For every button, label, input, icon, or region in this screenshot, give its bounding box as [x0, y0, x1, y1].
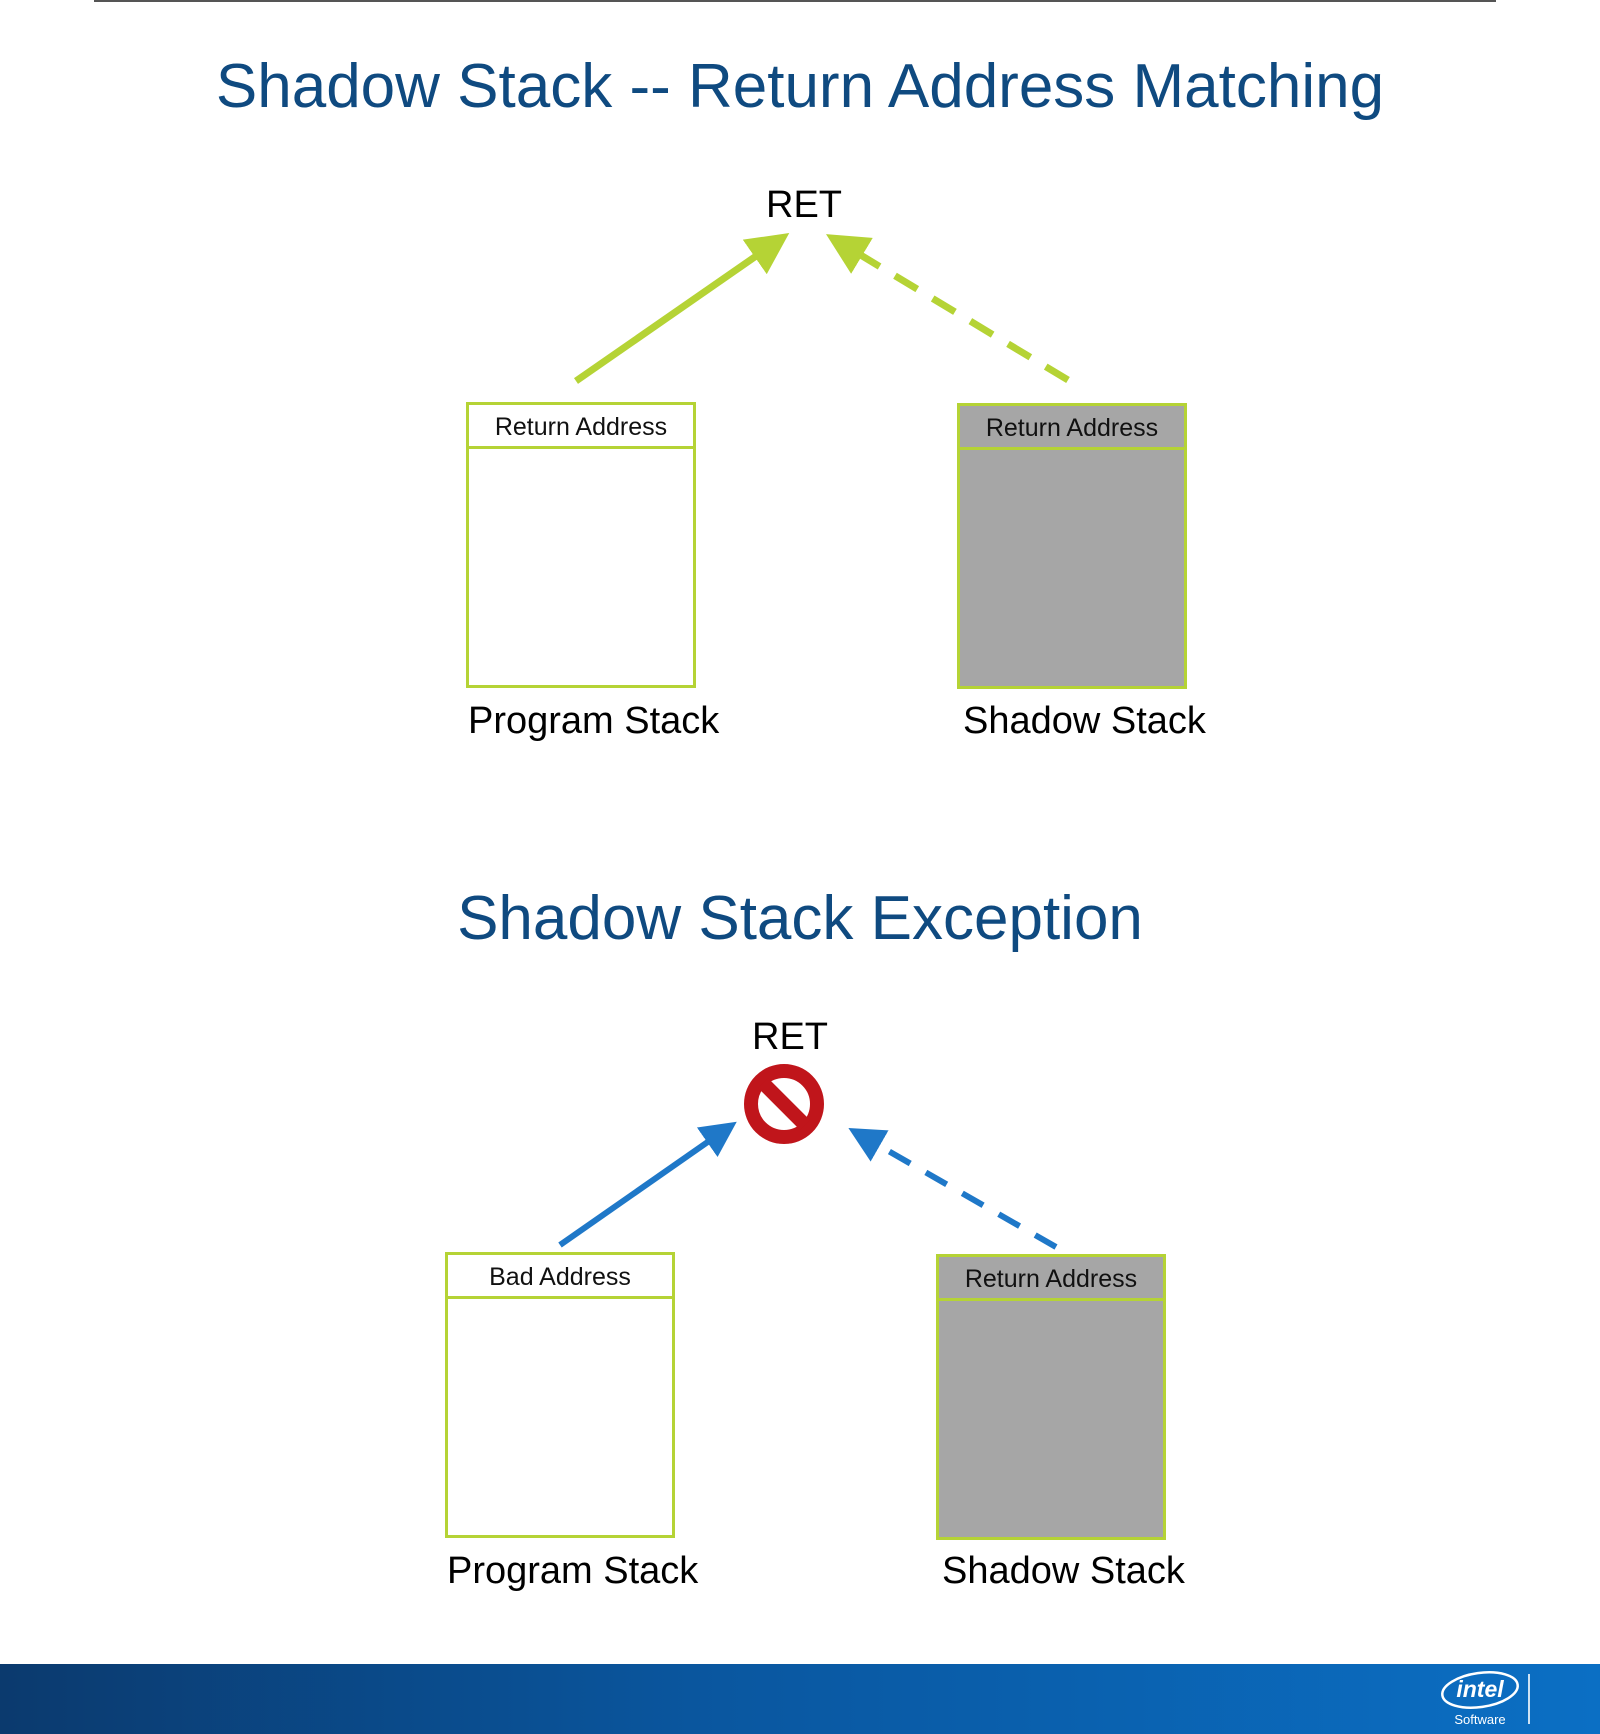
top-rule — [94, 0, 1496, 2]
matching-program-stack-head: Return Address — [469, 405, 693, 449]
exception-shadow-stack: Return Address — [936, 1254, 1166, 1540]
exception-program-arrow — [558, 1121, 737, 1248]
exception-program-stack-caption: Program Stack — [447, 1550, 699, 1592]
matching-shadow-stack-caption: Shadow Stack — [963, 700, 1206, 742]
matching-ret-label: RET — [766, 184, 842, 226]
matching-shadow-arrow — [826, 234, 1070, 383]
exception-shadow-stack-head: Return Address — [939, 1257, 1163, 1301]
matching-program-stack: Return Address — [466, 402, 696, 688]
intel-logo-sub: Software — [1454, 1712, 1506, 1727]
exception-shadow-stack-caption: Shadow Stack — [942, 1550, 1185, 1592]
exception-title: Shadow Stack Exception — [457, 884, 1143, 953]
exception-shadow-arrow — [848, 1128, 1058, 1250]
matching-program-arrow — [574, 233, 790, 384]
prohibited-icon — [744, 1064, 824, 1144]
exception-program-stack: Bad Address — [445, 1252, 675, 1538]
arrows-layer — [558, 233, 1070, 1250]
footer-divider — [1528, 1674, 1530, 1724]
exception-program-stack-head: Bad Address — [448, 1255, 672, 1299]
intel-swoosh-icon — [1441, 1671, 1519, 1709]
footer-bar: intel Software — [0, 1664, 1600, 1734]
exception-ret-label: RET — [752, 1016, 828, 1058]
matching-shadow-stack-head: Return Address — [960, 406, 1184, 450]
matching-shadow-stack: Return Address — [957, 403, 1187, 689]
matching-title: Shadow Stack -- Return Address Matching — [215, 52, 1385, 121]
intel-logo-text: intel — [1456, 1676, 1504, 1702]
intel-logo: intel Software — [1438, 1668, 1522, 1730]
matching-program-stack-caption: Program Stack — [468, 700, 720, 742]
